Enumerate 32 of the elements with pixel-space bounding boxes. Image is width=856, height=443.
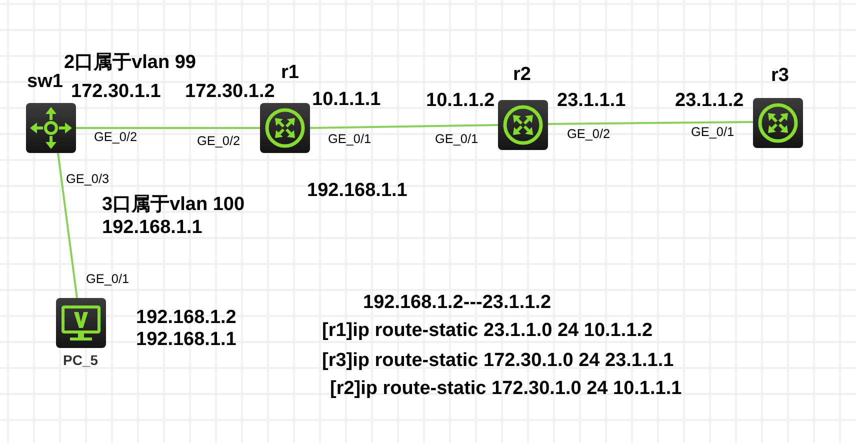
ip-address: 172.30.1.1: [71, 82, 161, 100]
device-name: sw1: [27, 72, 63, 90]
ip-address: 192.168.1.1: [307, 180, 408, 200]
network-link: [76, 127, 260, 129]
network-link: [57, 152, 78, 298]
ip-address: 23.1.1.1: [557, 90, 626, 110]
ip-address: 192.168.1.1: [102, 218, 202, 236]
ip-address: 10.1.1.2: [426, 90, 495, 110]
port-label: GE_0/2: [567, 128, 610, 141]
port-label: GE_0/1: [435, 133, 478, 146]
device-name: r2: [513, 64, 531, 84]
port-label: GE_0/1: [691, 126, 734, 139]
network-link: [310, 124, 498, 129]
route-command: [r1]ip route-static 23.1.1.0 24 10.1.1.2: [322, 321, 653, 340]
device-name: r1: [281, 62, 299, 82]
port-label: GE_0/1: [86, 273, 130, 286]
port-label: GE_0/2: [197, 135, 240, 148]
ip-address: 192.168.1.2: [136, 308, 236, 326]
device-name: PC_5: [63, 353, 98, 368]
ip-address: 192.168.1.1: [136, 330, 236, 348]
route-command: [r3]ip route-static 172.30.1.0 24 23.1.1.1: [322, 350, 674, 370]
device-name: r3: [771, 66, 789, 84]
vlan-note: 3口属于vlan 100: [102, 195, 245, 214]
ip-address: 10.1.1.1: [312, 90, 381, 108]
route-command: [r2]ip route-static 172.30.1.0 24 10.1.1.1: [330, 378, 682, 398]
port-label: GE_0/1: [328, 133, 372, 146]
address-pair: 192.168.1.2---23.1.1.2: [363, 292, 552, 312]
network-link: [548, 121, 753, 125]
port-label: GE_0/2: [94, 131, 138, 144]
ip-address: 172.30.1.2: [185, 82, 275, 100]
port-label: GE_0/3: [66, 173, 110, 186]
ip-address: 23.1.1.2: [675, 90, 744, 110]
